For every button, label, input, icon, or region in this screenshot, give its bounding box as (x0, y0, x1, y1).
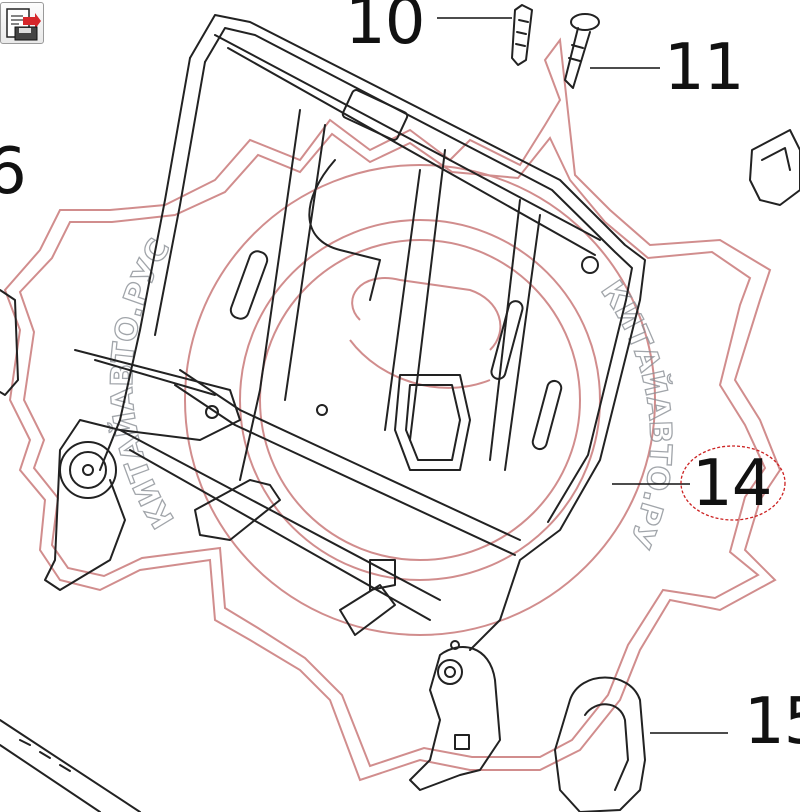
save-to-pdf-icon (6, 8, 41, 41)
watermark-gear (3, 37, 782, 782)
callout-11: 11 (664, 31, 744, 105)
watermark-left-text: КИТАЙАВТО.РУС (105, 233, 182, 534)
callout-14[interactable]: 14 (692, 447, 772, 521)
callout-15: 15 (744, 685, 800, 759)
highlight-circle-14 (680, 445, 786, 521)
callout-6: 6 (0, 135, 27, 209)
callout-10: 10 (345, 0, 425, 59)
callout-leader-lines (437, 17, 728, 734)
save-button[interactable] (0, 2, 44, 44)
seat-frame-lineart (0, 4, 800, 812)
